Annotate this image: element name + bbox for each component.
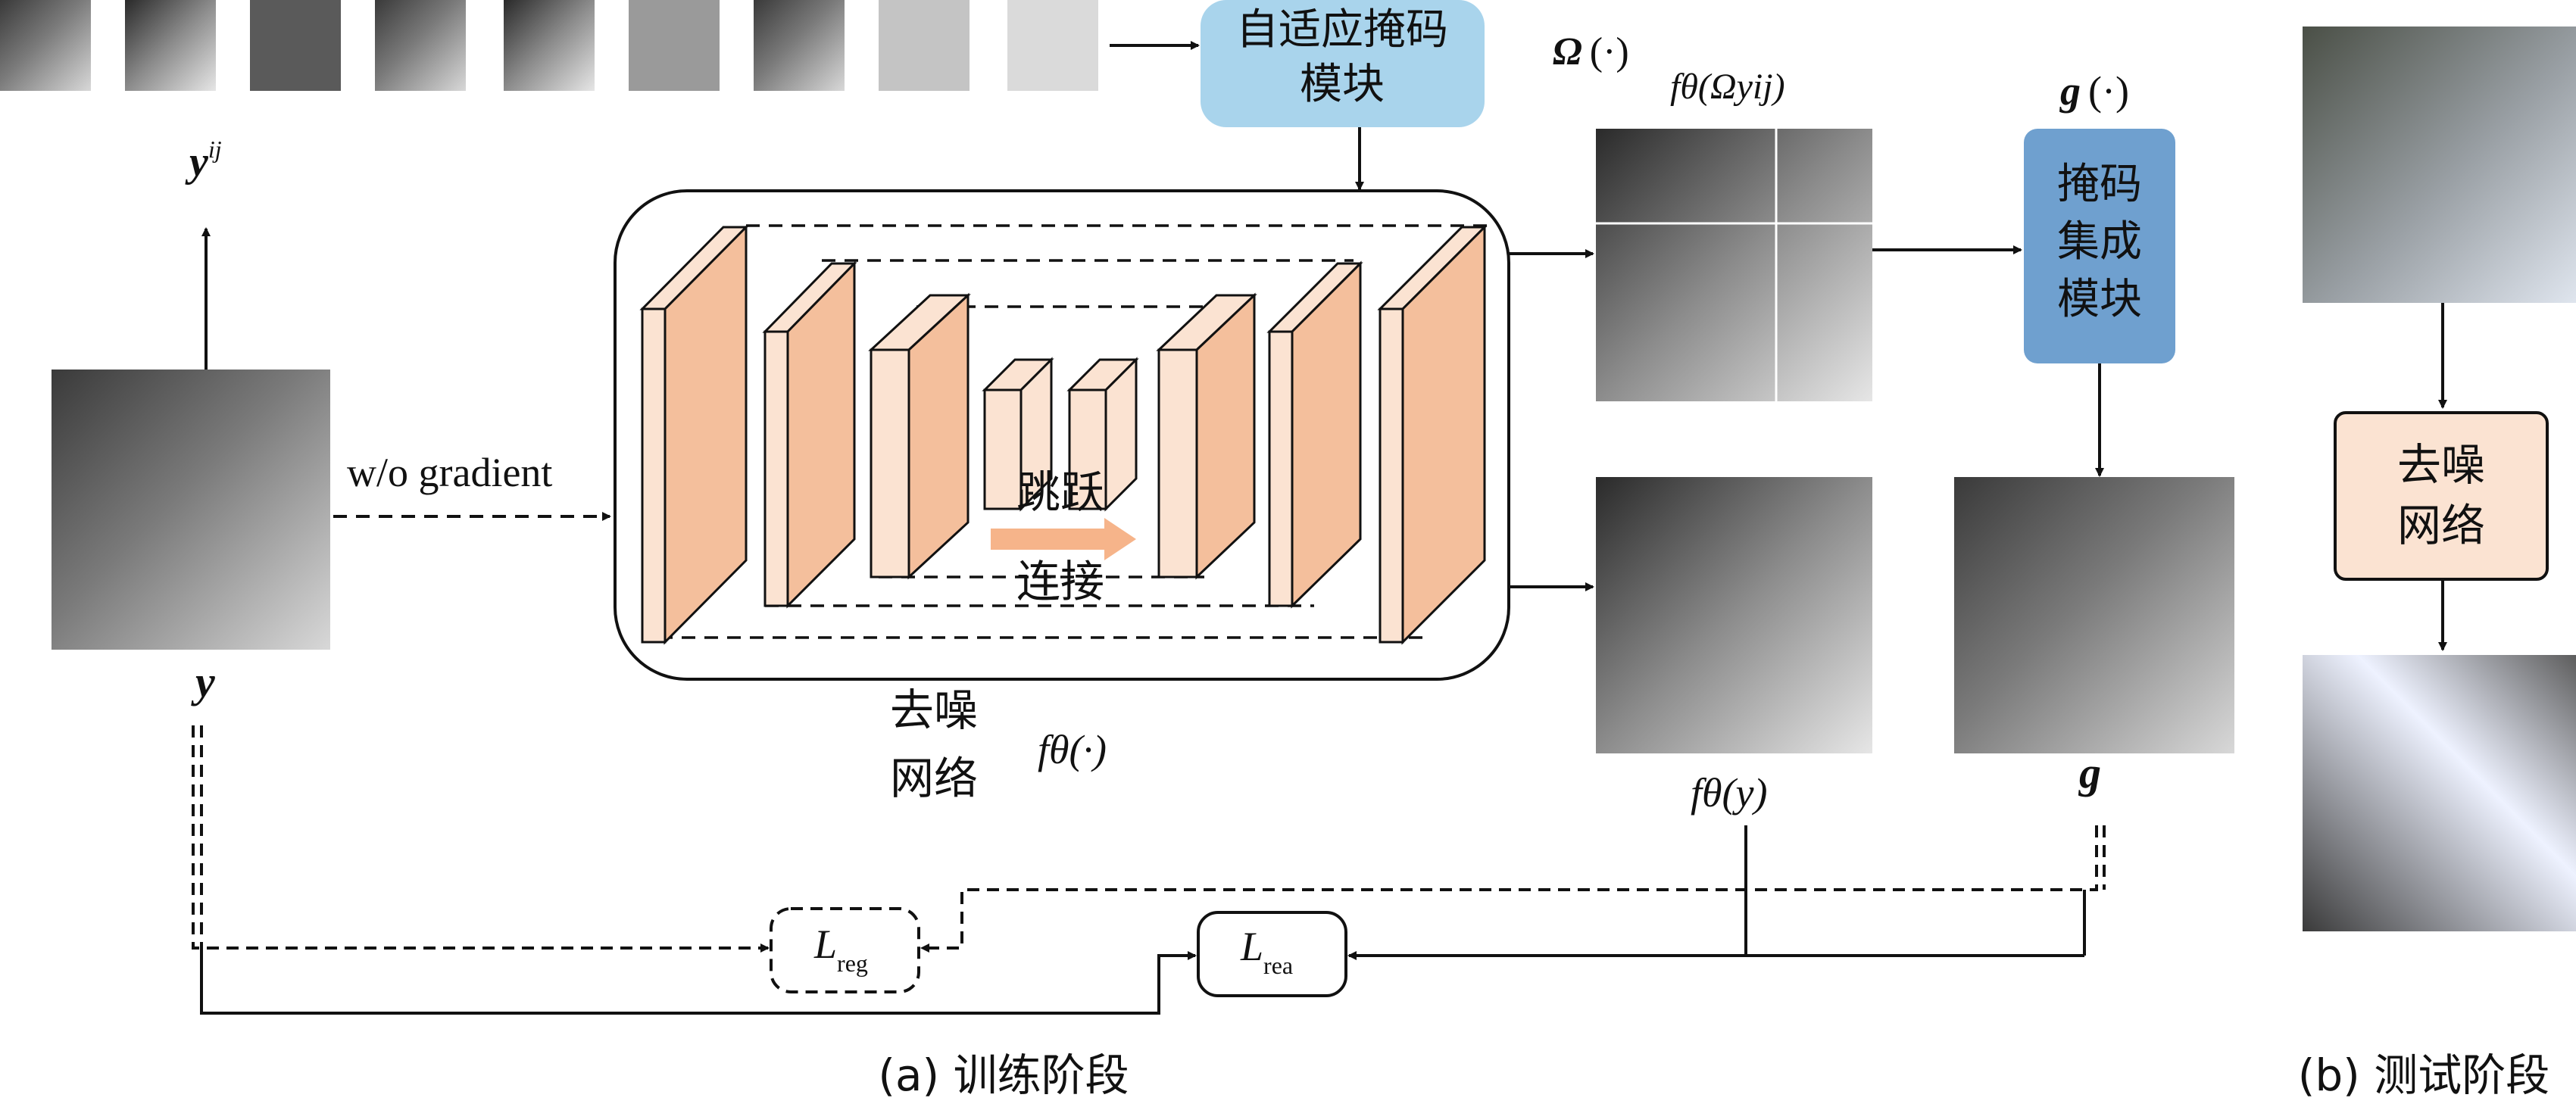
denoise-label-line1: 去噪 xyxy=(890,685,978,736)
loss-reg-box xyxy=(770,907,920,993)
mask-ensemble-line1: 掩码 xyxy=(2057,160,2142,209)
mask-module-line2: 模块 xyxy=(1300,60,1385,109)
test-denoise-network xyxy=(2334,411,2549,581)
output-image-f-theta-y xyxy=(1596,477,1872,753)
loss-connections xyxy=(192,725,2106,1015)
mask-ensemble-module xyxy=(2024,129,2175,363)
conv-block-4 xyxy=(982,357,1054,512)
skip-dashed-lines xyxy=(659,224,1488,639)
mask-ensemble-line2: 集成 xyxy=(2057,217,2142,267)
skip-connection-arrow xyxy=(991,518,1136,560)
test-denoise-line2: 网络 xyxy=(2397,500,2485,551)
denoise-label-line2: 网络 xyxy=(890,753,978,804)
patch-1 xyxy=(0,0,91,91)
loss-rea-box xyxy=(1197,911,1347,997)
input-image-y xyxy=(52,370,330,650)
test-denoise-line1: 去噪 xyxy=(2397,439,2485,491)
f-theta-y-label: fθ(y) xyxy=(1691,770,1767,816)
patch-2 xyxy=(125,0,216,91)
patch-9 xyxy=(1007,0,1098,91)
patch-6 xyxy=(629,0,720,91)
conv-block-8 xyxy=(1377,224,1488,645)
skip-label-line1: 跳跃 xyxy=(1016,466,1104,518)
conv-block-7 xyxy=(1266,260,1363,609)
y-ij-label: yij xyxy=(185,136,222,186)
adaptive-mask-module xyxy=(1201,0,1485,127)
conv-block-1 xyxy=(639,224,749,645)
f-theta-dot-label: fθ(·) xyxy=(1038,727,1107,772)
loss-reg-label: Lreg xyxy=(813,922,868,977)
patch-5 xyxy=(504,0,595,91)
patch-3 xyxy=(250,0,341,91)
loss-rea-label: Lrea xyxy=(1240,924,1293,979)
denoise-network-box xyxy=(614,189,1510,681)
skip-label-line2: 连接 xyxy=(1016,556,1104,607)
mask-ensemble-line3: 模块 xyxy=(2057,275,2142,324)
patch-7 xyxy=(754,0,845,91)
y-label: y xyxy=(191,657,215,706)
caption-testing-stage: (b) 测试阶段 xyxy=(2298,1049,2550,1101)
masked-output-image xyxy=(1596,129,1872,401)
wo-gradient-label: w/o gradient xyxy=(347,450,552,495)
output-image-g xyxy=(1954,477,2234,753)
f-theta-omega-label: fθ(Ωyij) xyxy=(1670,67,1785,107)
caption-training-stage: (a) 训练阶段 xyxy=(878,1049,1129,1101)
patch-8 xyxy=(879,0,970,91)
conv-block-5 xyxy=(1066,357,1139,512)
patch-4 xyxy=(375,0,466,91)
conv-block-2 xyxy=(762,260,857,609)
mask-module-line1: 自适应掩码 xyxy=(1236,5,1448,55)
omega-fn-label: Ω(·) xyxy=(1553,30,1629,73)
test-output-image xyxy=(2303,655,2576,931)
conv-block-3 xyxy=(868,292,971,580)
patch-thumbnails xyxy=(0,0,1098,91)
g-fn-label: g(·) xyxy=(2059,68,2129,114)
test-input-image xyxy=(2303,27,2576,303)
conv-block-6 xyxy=(1156,292,1257,580)
g-label: g xyxy=(2078,748,2101,797)
